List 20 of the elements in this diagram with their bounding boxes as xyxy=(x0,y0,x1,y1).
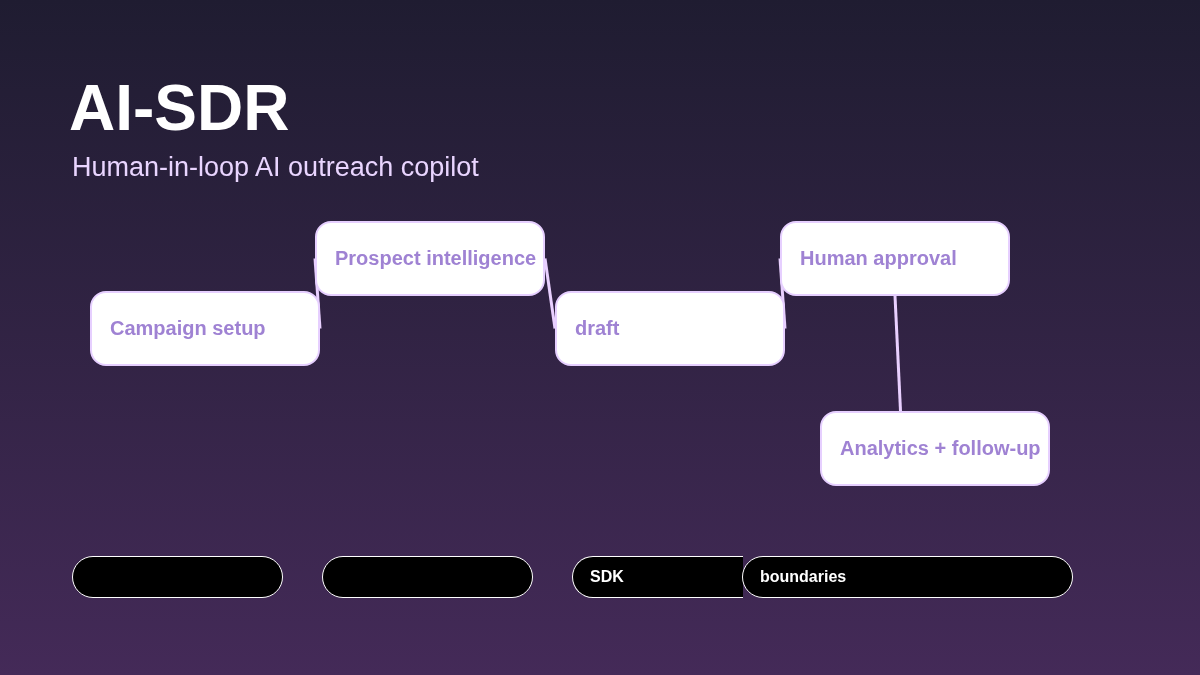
tech-pill xyxy=(72,556,283,598)
title: AI-SDR xyxy=(69,76,290,140)
tech-pill xyxy=(572,556,743,598)
process-box xyxy=(555,291,785,366)
connector-line xyxy=(893,295,902,412)
subtitle: Human-in-loop AI outreach copilot xyxy=(72,154,479,181)
process-box xyxy=(315,221,545,296)
step-label: Analytics + follow-up xyxy=(840,436,1042,461)
process-box xyxy=(90,291,320,366)
connector-line xyxy=(543,258,557,329)
step-label: Human approval xyxy=(800,246,958,271)
process-box xyxy=(820,411,1050,486)
tech-pill xyxy=(742,556,1073,598)
step-label: draft xyxy=(575,316,621,341)
tech-pill xyxy=(322,556,533,598)
process-box xyxy=(780,221,1010,296)
pill-label: SDK xyxy=(590,567,624,587)
step-label: Prospect intelligence xyxy=(335,246,538,271)
step-label: Campaign setup xyxy=(110,316,267,341)
pill-label: boundaries xyxy=(760,567,847,587)
